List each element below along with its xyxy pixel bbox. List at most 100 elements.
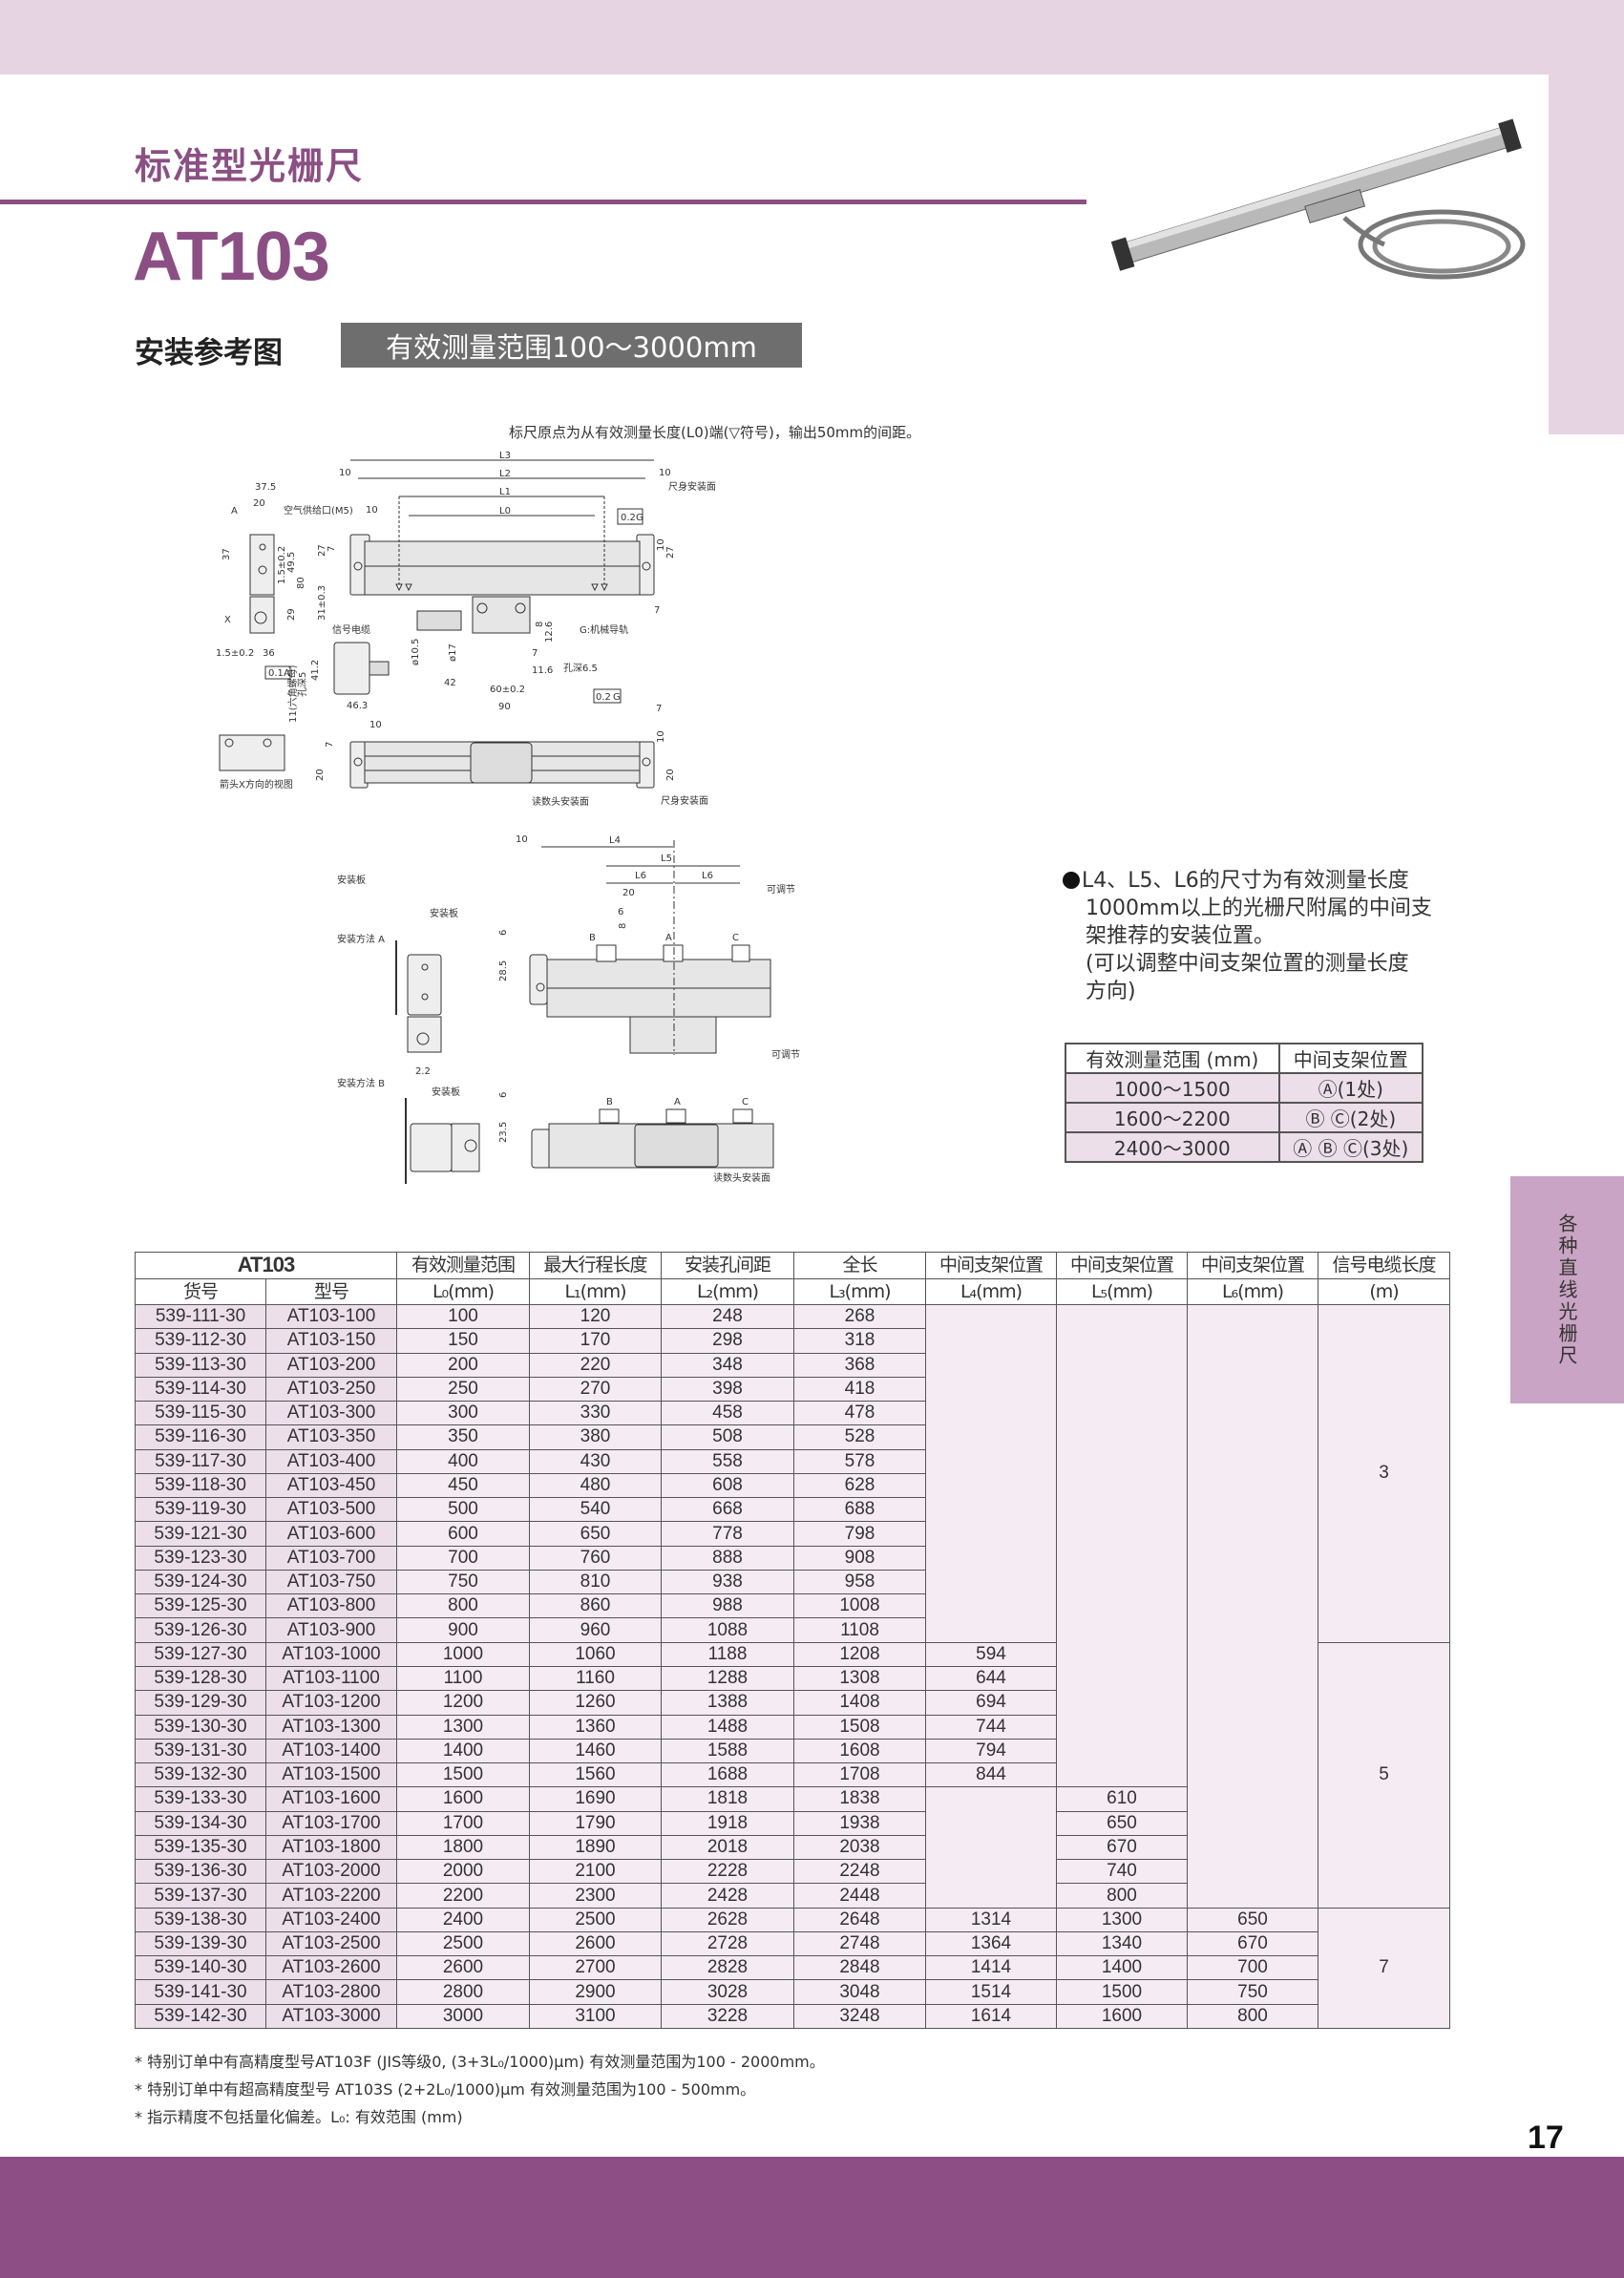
- l3-cell: 908: [793, 1545, 926, 1571]
- item-number-cell: 539-114-30: [135, 1376, 266, 1403]
- range-cell: 1600～2200: [1065, 1102, 1280, 1133]
- model-cell: AT103-250: [265, 1376, 397, 1403]
- col-header: 中间支架位置: [925, 1252, 1057, 1279]
- l3-cell: 2248: [793, 1859, 926, 1885]
- item-number-cell: 539-123-30: [135, 1545, 266, 1571]
- l2-cell: 1918: [661, 1810, 794, 1836]
- l2-cell: 988: [661, 1593, 794, 1619]
- item-number-cell: 539-112-30: [135, 1328, 266, 1354]
- l4-cell: [925, 1786, 1057, 1909]
- dimension-label: 空气供给口(M5): [284, 504, 353, 517]
- model-cell: AT103-1000: [265, 1641, 397, 1667]
- mount-dimension-label: L6: [635, 871, 646, 881]
- l0-cell: 250: [396, 1376, 530, 1403]
- l0-cell: 2600: [396, 1955, 530, 1981]
- footnotes: * 特别订单中有高精度型号AT103F (JIS等级0, (3+3L₀/1000…: [135, 2048, 825, 2131]
- l0-cell: 1200: [396, 1690, 530, 1716]
- mount-dimension-label: L5: [661, 854, 672, 864]
- dimension-label: 10: [369, 720, 382, 730]
- bottom-band: [0, 2157, 1624, 2278]
- top-right-tab: [1549, 57, 1624, 434]
- note-line: (可以调整中间支架位置的测量长度: [1086, 952, 1409, 976]
- l5-cell: 1600: [1056, 2003, 1188, 2029]
- mount-dimension-label: 28.5: [498, 960, 509, 981]
- col-header: 最大行程长度: [529, 1252, 662, 1279]
- dimension-label: 信号电缆: [332, 623, 370, 636]
- l2-cell: 1188: [661, 1641, 794, 1667]
- l4-cell: 1514: [925, 1979, 1057, 2005]
- model-cell: AT103-350: [265, 1424, 397, 1450]
- dimension-label: 7: [327, 546, 337, 552]
- l6-cell: 700: [1187, 1955, 1318, 1981]
- l2-cell: 248: [661, 1303, 794, 1330]
- bracket-label: C: [732, 933, 739, 943]
- title-rule: [0, 200, 1086, 204]
- l3-cell: 318: [793, 1328, 926, 1354]
- l2-cell: 298: [661, 1328, 794, 1354]
- l2-cell: 348: [661, 1352, 794, 1378]
- item-number-cell: 539-142-30: [135, 2003, 266, 2029]
- col-header: 中间支架位置: [1056, 1252, 1188, 1279]
- item-number-cell: 539-111-30: [135, 1303, 266, 1330]
- support-note: L4、L5、L6的尺寸为有效测量长度 1000mm以上的光栅尺附属的中间支 架推…: [1063, 867, 1483, 1005]
- model-cell: AT103-2200: [265, 1883, 397, 1909]
- l0-cell: 1700: [396, 1810, 530, 1836]
- dimension-label: 46.3: [347, 701, 368, 711]
- model-cell: AT103-2000: [265, 1859, 397, 1885]
- side-category-tab[interactable]: 各种直线光栅尺: [1510, 1176, 1624, 1403]
- dimension-label: 20: [315, 769, 326, 781]
- l3-cell: 2648: [793, 1907, 926, 1932]
- l2-cell: 2428: [661, 1883, 794, 1909]
- mount-dimension-label: L6: [702, 871, 713, 881]
- mount-dimension-label: 6: [498, 1092, 509, 1098]
- l0-cell: 1600: [396, 1786, 530, 1812]
- model-cell: AT103-100: [265, 1303, 397, 1330]
- item-number-cell: 539-117-30: [135, 1448, 266, 1474]
- col-header: 型号: [265, 1277, 397, 1305]
- l3-cell: 1108: [793, 1617, 926, 1643]
- dimension-label: 尺身安装面: [661, 794, 708, 807]
- dimension-label: 11.6: [532, 665, 553, 676]
- dimension-label: 10: [339, 468, 351, 478]
- model-cell: AT103-1400: [265, 1738, 397, 1764]
- l5-cell: 650: [1056, 1810, 1188, 1836]
- col-unit: L₁(mm): [529, 1277, 662, 1305]
- dimension-label: 7: [325, 742, 335, 748]
- item-number-cell: 539-131-30: [135, 1738, 266, 1764]
- l3-cell: 3248: [793, 2003, 926, 2029]
- col-unit: L₃(mm): [793, 1277, 926, 1305]
- bracket-label: B: [589, 933, 596, 943]
- model-cell: AT103-2500: [265, 1930, 397, 1957]
- item-number-cell: 539-126-30: [135, 1617, 266, 1643]
- mount-dimension-label: L4: [609, 835, 621, 846]
- l0-cell: 750: [396, 1569, 530, 1595]
- model-cell: AT103-2800: [265, 1979, 397, 2005]
- l1-cell: 480: [529, 1472, 662, 1499]
- l1-cell: 650: [529, 1521, 662, 1547]
- method-b-label: 安装方法 B: [337, 1077, 385, 1089]
- l0-cell: 2200: [396, 1883, 530, 1909]
- item-number-cell: 539-134-30: [135, 1810, 266, 1836]
- dimension-label: 0.2: [596, 692, 611, 703]
- l1-cell: 2900: [529, 1979, 662, 2005]
- l1-cell: 330: [529, 1401, 662, 1426]
- dimension-label: 31±0.3: [317, 585, 327, 621]
- col-unit: L₄(mm): [925, 1277, 1057, 1305]
- note-line: L4、L5、L6的尺寸为有效测量长度: [1082, 869, 1409, 893]
- col-unit: (m): [1318, 1277, 1450, 1305]
- dimension-label: L2: [499, 469, 511, 479]
- dimension-label: 10: [659, 468, 671, 478]
- l3-cell: 2448: [793, 1883, 926, 1909]
- l0-cell: 2000: [396, 1859, 530, 1885]
- footnote: * 指示精度不包括量化偏差。L₀: 有效范围 (mm): [135, 2108, 463, 2126]
- l2-cell: 668: [661, 1497, 794, 1523]
